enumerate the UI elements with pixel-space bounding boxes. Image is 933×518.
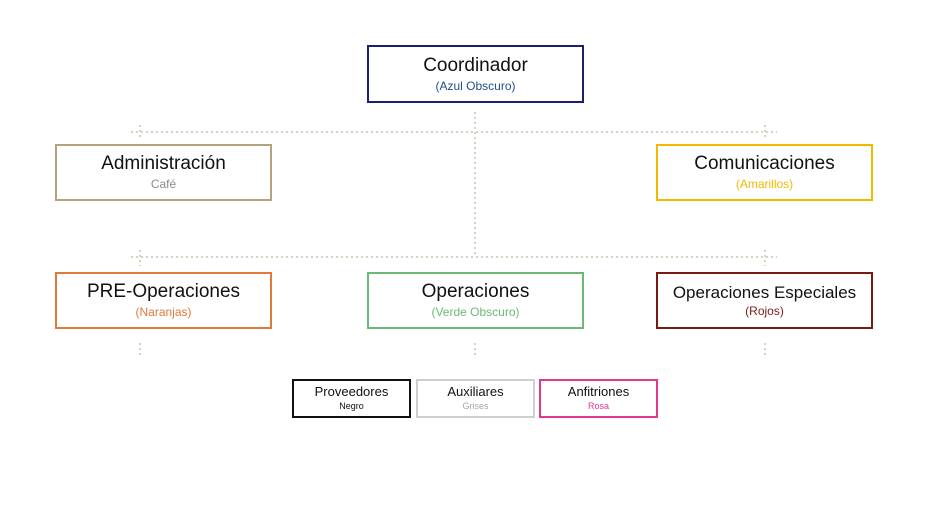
legend-item-anfitriones: Anfitriones Rosa: [539, 379, 658, 418]
node-operaciones: Operaciones (Verde Obscuro): [367, 272, 584, 329]
node-subtitle: (Verde Obscuro): [431, 305, 520, 320]
legend-title: Anfitriones: [567, 384, 630, 400]
node-title: PRE-Operaciones: [86, 281, 241, 303]
node-comunicaciones: Comunicaciones (Amarillos): [656, 144, 873, 201]
legend-subtitle: Negro: [339, 401, 364, 412]
node-subtitle: (Amarillos): [735, 177, 794, 192]
node-title: Administración: [101, 153, 226, 175]
legend-title: Auxiliares: [447, 384, 504, 400]
node-administracion: Administración Café: [55, 144, 272, 201]
legend-subtitle: Grises: [462, 401, 489, 412]
node-subtitle: (Naranjas): [135, 305, 192, 320]
node-title: Comunicaciones: [694, 153, 835, 175]
node-subtitle: Café: [150, 177, 177, 192]
node-title: Operaciones: [421, 281, 530, 303]
node-operaciones-especiales: Operaciones Especiales (Rojos): [656, 272, 873, 329]
legend-item-proveedores: Proveedores Negro: [292, 379, 411, 418]
node-subtitle: (Rojos): [745, 304, 784, 319]
node-coordinador: Coordinador (Azul Obscuro): [367, 45, 584, 103]
node-pre-operaciones: PRE-Operaciones (Naranjas): [55, 272, 272, 329]
legend-item-auxiliares: Auxiliares Grises: [416, 379, 535, 418]
node-title: Coordinador: [423, 54, 528, 76]
node-subtitle: (Azul Obscuro): [435, 78, 516, 93]
legend-title: Proveedores: [314, 384, 389, 400]
legend-subtitle: Rosa: [587, 401, 609, 412]
node-title: Operaciones Especiales: [672, 282, 857, 302]
